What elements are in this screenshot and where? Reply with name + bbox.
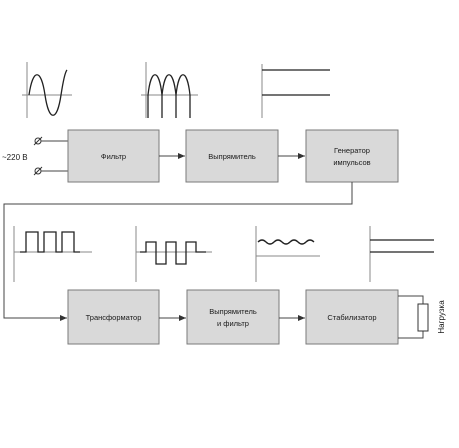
block-rectifier: Выпрямитель <box>185 129 279 183</box>
load-label: Нагрузка <box>437 300 446 334</box>
load-resistor <box>398 295 429 339</box>
waveform-pulses <box>13 226 92 282</box>
waveform-stabilized-dc <box>369 226 434 282</box>
waveform-ripple <box>255 226 320 282</box>
block-rectifier-filter-label-1: Выпрямитель <box>209 307 257 316</box>
block-rectifier-filter-label-2: и фильтр <box>217 319 249 328</box>
block-generator-label-2: импульсов <box>333 158 370 167</box>
input-voltage-label: ~220 В <box>2 153 28 162</box>
waveform-rectified <box>141 62 198 118</box>
waveform-dc-level <box>261 64 330 118</box>
block-stabilizer: Стабилизатор <box>305 289 399 345</box>
input-terminals <box>33 136 68 176</box>
waveform-bipolar-pulses <box>135 226 212 282</box>
block-rectifier-filter: Выпрямитель и фильтр <box>186 289 280 345</box>
block-stabilizer-label: Стабилизатор <box>327 313 376 322</box>
block-transformer-label: Трансформатор <box>86 313 142 322</box>
waveform-ac-input <box>22 62 72 118</box>
block-transformer: Трансформатор <box>67 289 160 345</box>
wire-generator-to-transformer <box>3 182 353 321</box>
block-rectifier-label: Выпрямитель <box>208 152 256 161</box>
block-filter-label: Фильтр <box>101 152 126 161</box>
block-generator-label-1: Генератор <box>334 146 370 155</box>
block-filter: Фильтр <box>67 129 160 183</box>
block-pulse-generator: Генератор импульсов <box>305 129 399 183</box>
